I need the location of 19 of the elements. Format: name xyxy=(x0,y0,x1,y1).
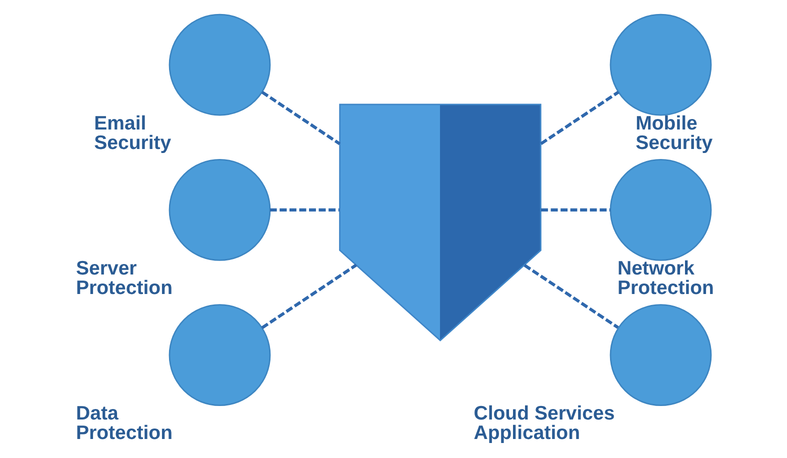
connector xyxy=(270,208,340,211)
connector xyxy=(540,90,620,145)
connector xyxy=(540,208,610,211)
node-circle xyxy=(610,158,712,260)
connector xyxy=(261,263,357,329)
node-circle xyxy=(168,304,271,406)
node-label: Server Protection xyxy=(76,256,173,298)
connector xyxy=(524,263,619,328)
node-circle xyxy=(168,158,271,260)
node-label: Email Security xyxy=(94,112,172,154)
node-label: Data Protection xyxy=(76,402,173,444)
connector xyxy=(261,90,341,145)
node-label: Network Protection xyxy=(617,256,714,298)
node-circle xyxy=(610,304,712,406)
node-label: Cloud Services Application xyxy=(474,402,615,444)
node-circle xyxy=(168,13,271,116)
node-shield xyxy=(339,103,542,341)
node-circle xyxy=(610,13,712,116)
node-label: Mobile Security xyxy=(636,112,713,154)
